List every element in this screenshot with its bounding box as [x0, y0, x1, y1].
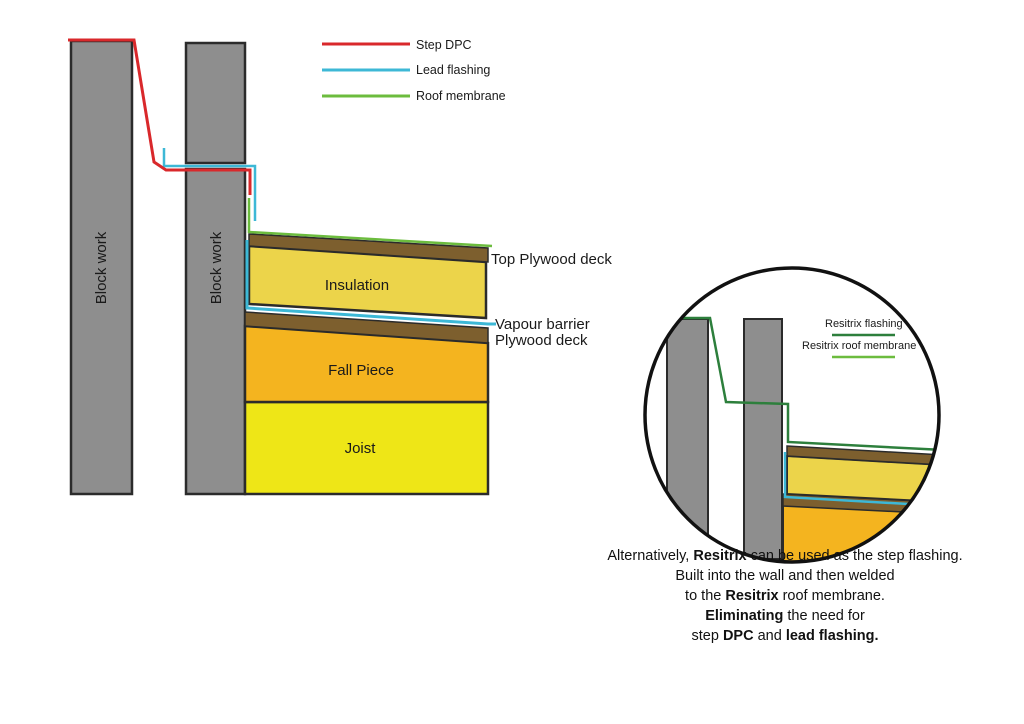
- legend-roof-membrane-label: Roof membrane: [416, 89, 506, 103]
- caption-line-3: to the Resitrix roof membrane.: [685, 588, 885, 604]
- roof-membrane-line: [247, 198, 493, 248]
- top-plywood-deck-label: Top Plywood deck: [491, 251, 612, 268]
- legend-lead-flashing-label: Lead flashing: [416, 63, 490, 77]
- caption-line-1: Alternatively, Resitrix can be used as t…: [607, 548, 963, 564]
- plywood-deck-label: Plywood deck: [495, 332, 588, 349]
- resitrix-flashing-label: Resitrix flashing: [825, 318, 903, 330]
- joist-label: Joist: [345, 440, 377, 457]
- detail-circle-border: [643, 266, 941, 564]
- legend-step-dpc-label: Step DPC: [416, 38, 472, 52]
- fall-piece-label: Fall Piece: [328, 362, 394, 379]
- inner-block-top: [184, 41, 247, 165]
- step-dpc-line: [68, 38, 252, 195]
- resitrix-caption: Alternatively, Resitrix can be used as t…: [560, 546, 1010, 646]
- top-plywood-deck: [248, 233, 489, 263]
- vapour-barrier-label: Vapour barrier: [495, 316, 590, 333]
- plywood-deck: [244, 311, 489, 344]
- vapour-barrier-line: [245, 240, 496, 326]
- caption-line-5: step DPC and lead flashing.: [691, 628, 879, 644]
- caption-line-4: Eliminating the need for: [705, 608, 865, 624]
- outer-block-wall-label: Block work: [93, 231, 110, 304]
- lead-flashing-line: [162, 148, 257, 221]
- caption-line-2: Built into the wall and then welded: [675, 568, 895, 584]
- inner-block-wall: [184, 167, 247, 496]
- outer-block-wall: [69, 39, 134, 496]
- insulation-label: Insulation: [325, 277, 389, 294]
- resitrix-roof-membrane-label: Resitrix roof membrane: [802, 340, 916, 352]
- inner-block-wall-label: Block work: [208, 231, 225, 304]
